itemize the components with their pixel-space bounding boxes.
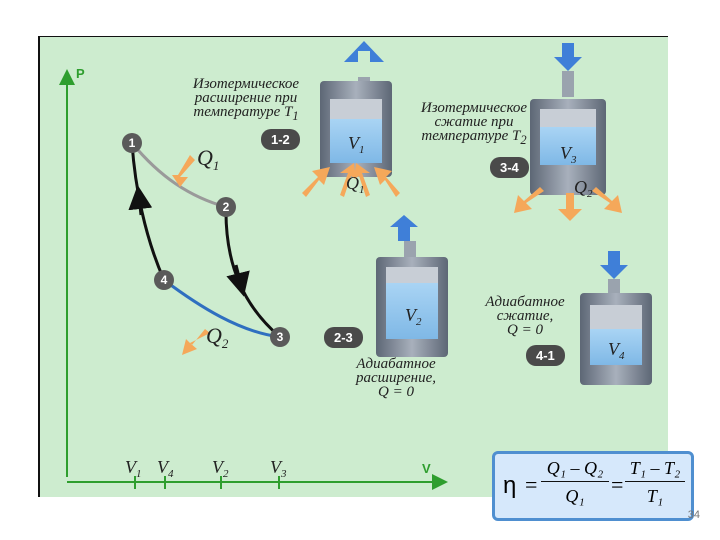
- vol-label-4: V4: [608, 339, 625, 362]
- svg-text:4: 4: [161, 273, 168, 287]
- svg-text:3: 3: [277, 330, 284, 344]
- point-3: [270, 327, 290, 347]
- isotherm-3-4: [163, 278, 281, 339]
- badge-2-3: 2-3: [324, 327, 363, 348]
- v-axis-label: V: [422, 461, 431, 476]
- fraction-t: T₁ – T₂ T₁: [625, 458, 685, 507]
- v-ticks: [134, 476, 280, 489]
- fraction-q: Q₁ – Q₂ Q₁: [541, 458, 609, 507]
- diagram-panel: P V V1 V4 V2 V3 Q1 Q2 1 2: [38, 36, 694, 521]
- point-2: [216, 197, 236, 217]
- tick-v3: V3: [270, 457, 287, 480]
- svg-text:2: 2: [223, 200, 230, 214]
- cyl-q2-label: Q2: [574, 177, 593, 200]
- cylinder-2-3: [376, 215, 448, 357]
- p-axis-label: P: [76, 66, 85, 81]
- cylinder-1-2: [302, 41, 400, 197]
- point-1: [122, 133, 142, 153]
- badge-4-1: 4-1: [526, 345, 565, 366]
- eq-sign-2: =: [611, 472, 624, 497]
- cyl-q1-label: Q1: [346, 173, 365, 196]
- cylinder-3-4: [514, 43, 622, 221]
- adiabat-4-1: [130, 142, 166, 281]
- eq-sign-1: =: [525, 472, 538, 497]
- cylinder-4-1: [580, 251, 652, 385]
- carnot-diagram: P V V1 V4 V2 V3 Q1 Q2 1 2: [59, 41, 652, 490]
- arrow-down-2-3: [226, 264, 250, 297]
- efficiency-formula: η = Q₁ – Q₂ Q₁ = T₁ – T₂ T₁: [492, 451, 694, 521]
- tick-v4: V4: [157, 457, 174, 480]
- vol-label-2: V2: [405, 305, 422, 328]
- adiabat-2-3: [224, 206, 281, 339]
- svg-text:1: 1: [129, 136, 136, 150]
- isotherm-1-2: [130, 142, 227, 209]
- arrow-up-4-1: [128, 185, 153, 216]
- tick-v2: V2: [212, 457, 229, 480]
- vol-label-3: V3: [560, 143, 577, 166]
- q1-diagram-label: Q1: [197, 145, 219, 173]
- q2-diagram-label: Q2: [206, 323, 229, 351]
- badge-3-4: 3-4: [490, 157, 529, 178]
- q2-out-arrow: [182, 329, 210, 355]
- eta-symbol: η: [503, 472, 517, 499]
- q1-in-arrow: [172, 155, 195, 187]
- vol-label-1: V1: [348, 133, 365, 156]
- tick-v1: V1: [125, 457, 142, 480]
- badge-1-2: 1-2: [261, 129, 300, 150]
- page-number: 34: [687, 509, 700, 521]
- point-4: [154, 270, 174, 290]
